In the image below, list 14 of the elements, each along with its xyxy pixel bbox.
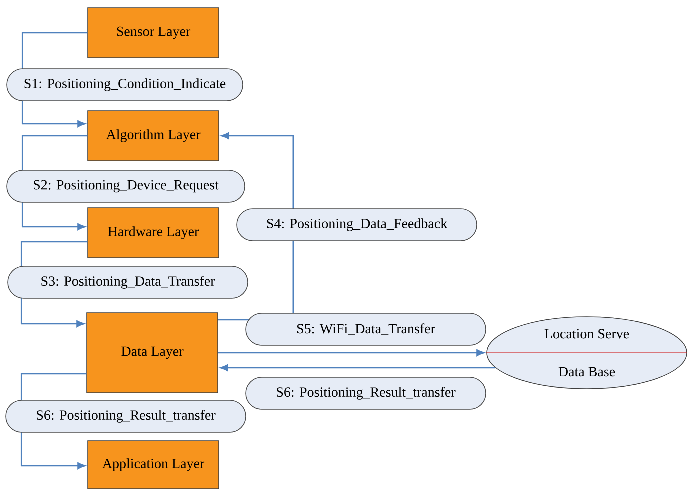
layer-box: Hardware Layer <box>88 208 220 258</box>
edge-label: S4: Positioning_Data_Feedback <box>236 208 478 242</box>
edge-label: S2: Positioning_Device_Request <box>6 170 246 203</box>
arrow <box>218 350 485 356</box>
layer-box: Sensor Layer <box>88 8 220 58</box>
layer-box: Application Layer <box>88 440 220 489</box>
edge-label: S6: Positioning_Result_transfer <box>246 377 486 410</box>
layer-box: Algorithm Layer <box>88 110 220 162</box>
arrow <box>220 364 496 372</box>
edge-label: S5: WiFi_Data_Transfer <box>246 313 486 346</box>
edge-label: S1: Positioning_Condition_Indicate <box>6 68 244 102</box>
edge-label: S6: Positioning_Result_transfer <box>6 400 246 433</box>
layer-box: Data Layer <box>86 312 218 394</box>
edge-label: S3: Positioning_Data_Transfer <box>8 266 248 299</box>
